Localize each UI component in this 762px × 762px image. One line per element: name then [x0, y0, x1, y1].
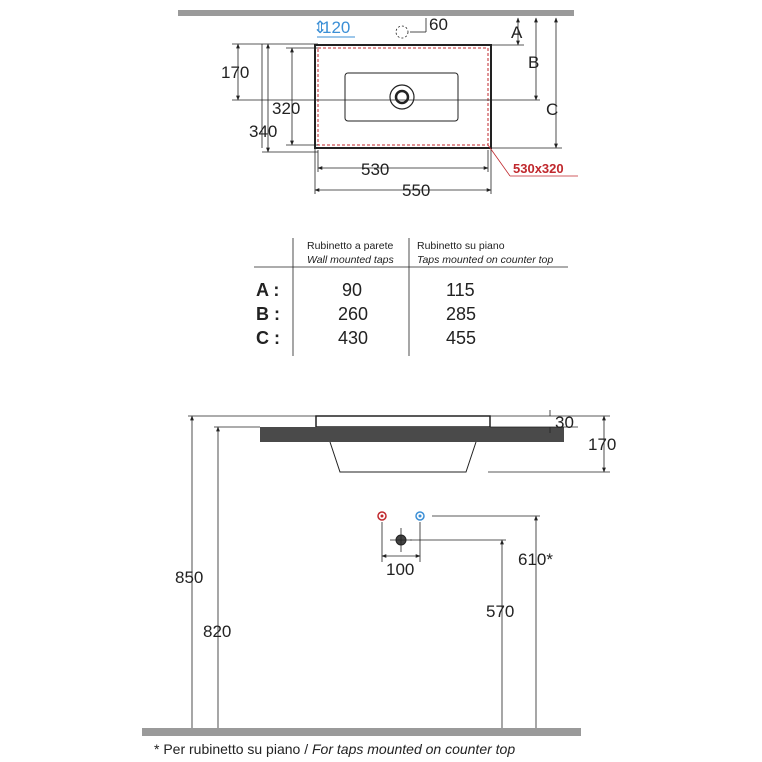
floor-line [142, 728, 581, 736]
dim-tap-spacing: 100 [386, 560, 414, 579]
wall-line [178, 10, 574, 16]
tap-hole [395, 25, 409, 39]
dim-b-label: B [528, 53, 539, 72]
dim-a-label: A [511, 23, 523, 42]
dim-rim-height: 30 [555, 413, 574, 432]
dim-counter-height: 820 [203, 622, 231, 641]
footnote: * Per rubinetto su piano / For taps moun… [154, 741, 515, 757]
top-view: 60 ⇕ 120 170 340 320 530 550 530x320 [178, 10, 578, 200]
dim-320-depth: 320 [272, 99, 300, 118]
dim-tap-offset: 60 [429, 15, 448, 34]
dim-c-label: C [546, 100, 558, 119]
dim-basin-height: 170 [588, 435, 616, 454]
bowl-outline [344, 72, 459, 122]
col2-title: Rubinetto su piano [417, 240, 505, 252]
row-b-counter: 285 [446, 304, 476, 324]
cutout-size-label: 530x320 [513, 161, 564, 176]
row-c-label: C : [256, 328, 280, 348]
drain-inner [394, 89, 410, 105]
footnote-prefix: * Per rubinetto su piano / [154, 741, 312, 757]
hot-tap-icon [377, 511, 387, 521]
row-b-label: B : [256, 304, 280, 324]
basin-rim [315, 415, 491, 428]
cutout-outline [317, 47, 489, 146]
dim-tap-diameter: ⇕ [313, 18, 327, 37]
col1-subtitle: Wall mounted taps [307, 254, 395, 266]
basin-outline [314, 44, 492, 149]
footnote-italic: For taps mounted on counter top [312, 741, 515, 757]
dim-drain-height: 570 [486, 602, 514, 621]
dimension-table: Rubinetto a parete Wall mounted taps Rub… [254, 238, 568, 356]
cold-tap-icon [415, 511, 425, 521]
dim-tap-height: 610* [518, 550, 553, 569]
dim-530-width: 530 [361, 160, 389, 179]
drain-circle [389, 84, 415, 110]
dim-550-width: 550 [402, 181, 430, 200]
countertop [260, 427, 564, 442]
side-view: 30 170 850 820 100 610* [142, 410, 616, 736]
col2-subtitle: Taps mounted on counter top [417, 254, 553, 266]
dim-170-depth: 170 [221, 63, 249, 82]
row-c-wall: 430 [338, 328, 368, 348]
dim-340-depth: 340 [249, 122, 277, 141]
row-b-wall: 260 [338, 304, 368, 324]
row-a-label: A : [256, 280, 279, 300]
row-a-wall: 90 [342, 280, 362, 300]
basin-body [329, 441, 477, 473]
dim-tap-hole-size: 120 [322, 18, 350, 37]
col1-title: Rubinetto a parete [307, 240, 394, 252]
dim-total-height: 850 [175, 568, 203, 587]
row-a-counter: 115 [446, 280, 475, 300]
row-c-counter: 455 [446, 328, 476, 348]
